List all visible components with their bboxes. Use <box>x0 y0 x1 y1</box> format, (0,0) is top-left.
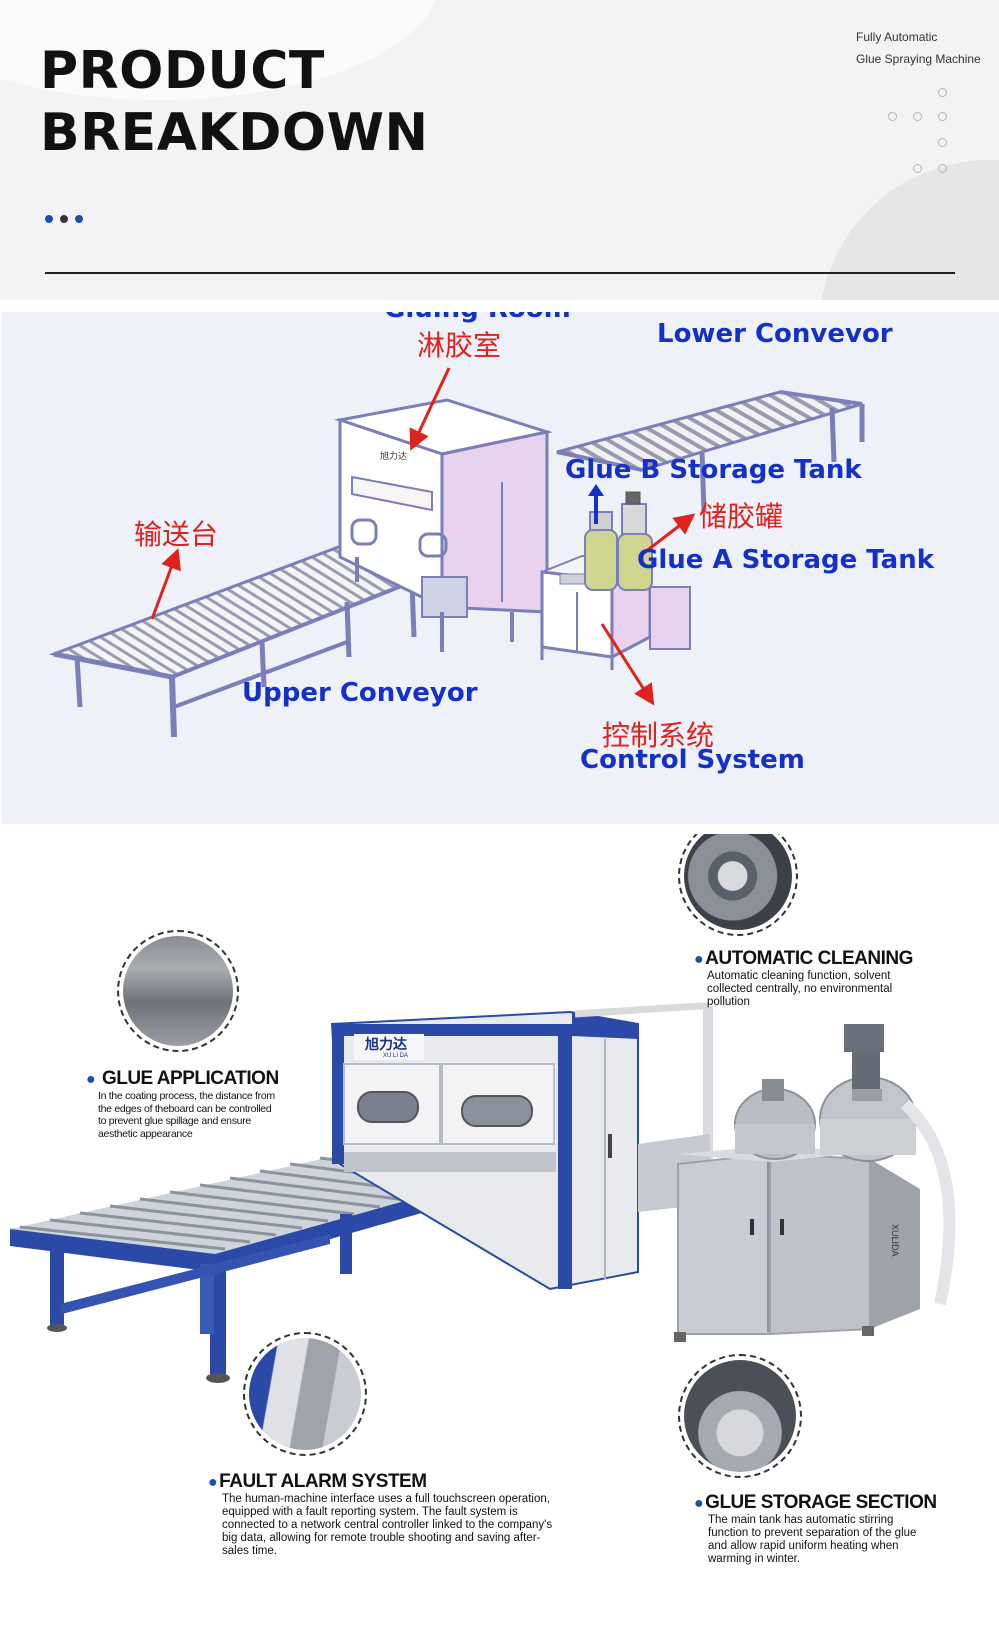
bullet-icon: ● <box>208 1474 218 1491</box>
bullet-icon: ● <box>694 1495 704 1512</box>
feature-fault-alarm: ●FAULT ALARM SYSTEM The human-machine in… <box>208 1471 553 1558</box>
title-line-2: BREAKDOWN <box>40 103 429 163</box>
subtitle-line-1: Fully Automatic <box>856 30 938 44</box>
label-upper-conveyor: Upper Conveyor <box>242 678 478 708</box>
gluing-room-drawing <box>334 398 553 652</box>
title-line-1: PRODUCT <box>40 41 325 101</box>
dot-dark <box>60 215 68 223</box>
grid-dot <box>938 88 947 97</box>
grid-dot <box>888 112 897 121</box>
label-glue-a-tank: Glue A Storage Tank <box>637 545 935 575</box>
machine-photo-drawing <box>10 1002 956 1383</box>
label-control-system-cn: 控制系统 <box>602 719 715 752</box>
automatic-cleaning-photo <box>678 834 798 936</box>
feature-description: In the coating process, the distance fro… <box>98 1090 275 1140</box>
machine-plate-text: 旭力达 <box>380 452 408 462</box>
glue-storage-photo <box>678 1354 802 1478</box>
label-glue-b-tank: Glue B Storage Tank <box>565 455 862 485</box>
label-storage-tank-cn: 储胶罐 <box>699 500 784 533</box>
dot-blue <box>45 215 53 223</box>
lower-conveyor-drawing <box>556 390 865 513</box>
label-control-system-en: Control System <box>580 745 805 775</box>
control-cabinet-drawing <box>540 491 691 670</box>
brand-plate-cn: 旭力达 <box>365 1037 407 1053</box>
grid-dot <box>913 164 922 173</box>
subtitle: Fully Automatic Glue Spraying Machine <box>856 26 981 70</box>
page-title: PRODUCT BREAKDOWN <box>40 40 428 164</box>
label-conveyor-table-cn: 输送台 <box>134 518 219 551</box>
dot-blue <box>75 215 83 223</box>
feature-description: Automatic cleaning function, solvent col… <box>707 970 893 1008</box>
diagram-blue-arrow <box>588 484 604 524</box>
feature-title: ●GLUE STORAGE SECTION <box>694 1492 937 1513</box>
feature-glue-storage: ●GLUE STORAGE SECTION The main tank has … <box>694 1492 937 1566</box>
grid-dot <box>938 164 947 173</box>
feature-description: The main tank has automatic stirring fun… <box>708 1514 917 1565</box>
brand-plate-en: XU LI DA <box>383 1053 409 1059</box>
upper-conveyor-drawing <box>48 538 478 738</box>
grid-dot <box>913 112 922 121</box>
feature-title: ●AUTOMATIC CLEANING <box>694 948 913 969</box>
machine-diagram: Gluing Room 淋胶室 Lower Convevor Glue B St… <box>2 312 999 824</box>
header-section: PRODUCT BREAKDOWN Fully Automatic Glue S… <box>0 0 999 300</box>
side-mark: XULIDA <box>890 1224 900 1257</box>
diagram-arrows <box>150 367 696 706</box>
glue-application-photo <box>117 930 239 1052</box>
diagram-drawing <box>48 367 865 738</box>
header-divider <box>45 272 955 274</box>
feature-automatic-cleaning: ●AUTOMATIC CLEANING Automatic cleaning f… <box>694 948 922 1009</box>
label-gluing-room-en: Gluing Room <box>384 312 571 324</box>
fault-alarm-photo <box>243 1332 367 1456</box>
feature-description: The human-machine interface uses a full … <box>222 1493 553 1557</box>
feature-glue-application: ● GLUE APPLICATION In the coating proces… <box>86 1068 279 1140</box>
label-gluing-room-cn: 淋胶室 <box>417 329 502 362</box>
feature-title: ● GLUE APPLICATION <box>86 1068 279 1089</box>
features-section: 旭力达 XU LI DA XULIDA ●AUTOMATIC CLEANING … <box>10 834 999 1634</box>
grid-dot <box>938 138 947 147</box>
photo-tanks <box>734 1024 956 1306</box>
grid-dot <box>938 112 947 121</box>
subtitle-line-2: Glue Spraying Machine <box>856 52 981 66</box>
decorative-dot-grid <box>888 88 958 188</box>
decorative-three-dots <box>45 215 83 223</box>
photo-spray-cabinet <box>330 1010 639 1291</box>
feature-title: ●FAULT ALARM SYSTEM <box>208 1471 427 1492</box>
label-lower-conveyor: Lower Convevor <box>657 319 893 349</box>
photo-control-cabinet <box>674 1146 920 1342</box>
bullet-icon: ● <box>86 1071 96 1088</box>
bullet-icon: ● <box>694 951 704 968</box>
